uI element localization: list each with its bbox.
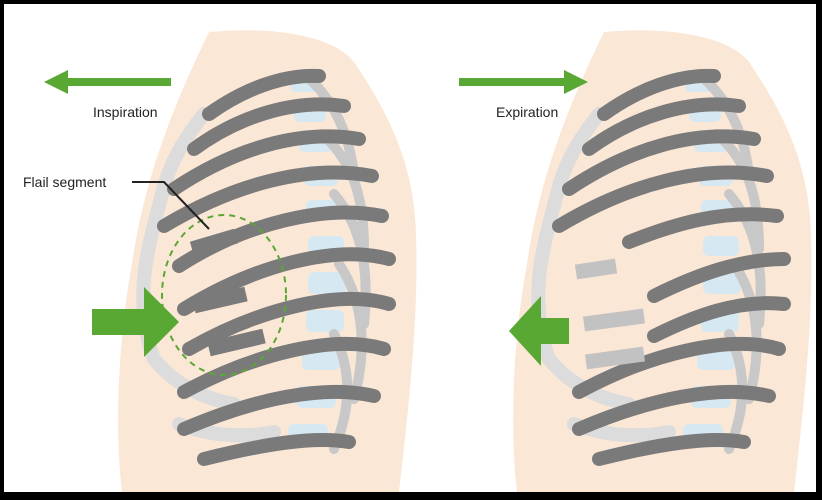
rib — [167, 129, 366, 196]
rib — [202, 68, 326, 121]
rib — [552, 165, 774, 233]
rib — [187, 97, 351, 156]
rib — [177, 384, 381, 436]
rib — [572, 337, 786, 399]
front-ribs — [157, 68, 396, 466]
rib — [592, 432, 751, 466]
expiration-label: Expiration — [496, 104, 559, 120]
inward-arrow-icon — [92, 287, 179, 357]
rib — [182, 292, 396, 356]
rib — [157, 165, 379, 233]
rib — [647, 296, 791, 343]
rib — [562, 129, 761, 196]
rib — [572, 384, 776, 436]
expiration-panel — [459, 30, 812, 492]
flail-chest-figure: Inspiration Flail segment Expiration — [4, 4, 816, 492]
inspiration-label: Inspiration — [93, 104, 158, 120]
flail-leader-line — [132, 181, 210, 230]
flail-segment-outline — [161, 214, 287, 376]
front-ribs — [552, 68, 791, 466]
flail-segment-label: Flail segment — [23, 174, 107, 190]
rib — [622, 207, 784, 249]
outward-arrow-icon — [509, 296, 569, 366]
figure-artwork — [44, 30, 812, 492]
inspiration-panel — [44, 30, 417, 492]
rib — [177, 337, 391, 399]
rib — [582, 97, 746, 156]
rib — [197, 432, 356, 466]
flail-ribs — [189, 228, 266, 357]
rib — [177, 247, 396, 316]
arrow-left-icon — [44, 70, 171, 94]
flail-ribs — [574, 258, 646, 370]
rib — [647, 252, 791, 303]
arrow-right-icon — [459, 70, 588, 94]
rib — [597, 68, 721, 121]
